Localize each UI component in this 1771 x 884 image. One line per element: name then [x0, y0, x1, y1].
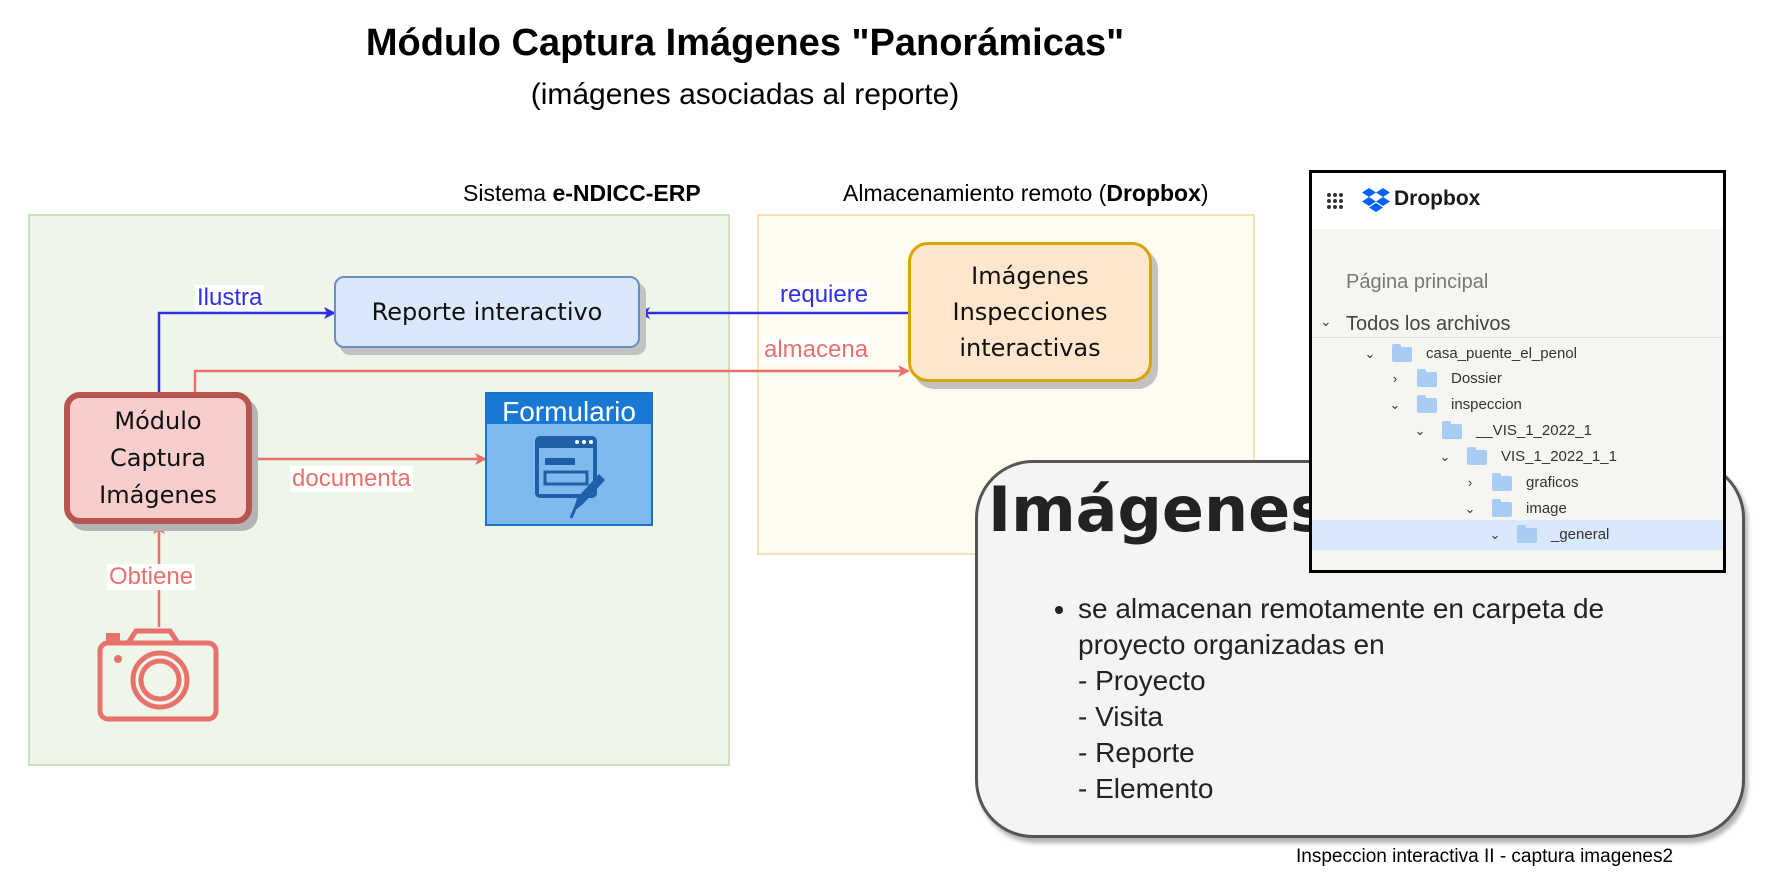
dropbox-header: Dropbox: [1312, 173, 1723, 230]
chevron-down-icon[interactable]: ⌄: [1320, 313, 1332, 329]
modulo-node-line-2: Captura: [110, 443, 206, 472]
dropbox-brand[interactable]: Dropbox: [1394, 187, 1481, 210]
folder-icon: [1517, 524, 1537, 543]
tree-row-vis-1-2022-1-1[interactable]: ⌄ VIS_1_2022_1_1: [1437, 443, 1617, 471]
tree-row-label: inspeccion: [1451, 396, 1522, 413]
formulario-node: Formulario: [485, 392, 653, 526]
tree-row-label: _general: [1551, 526, 1610, 543]
callout-title: Imágenes: [988, 473, 1328, 546]
ilustra-connector: [157, 307, 336, 392]
folder-icon: [1392, 343, 1412, 362]
chevron-down-icon[interactable]: ⌄: [1414, 423, 1426, 438]
footer-caption: Inspeccion interactiva II - captura imag…: [1296, 846, 1674, 867]
requiere-label: requiere: [778, 281, 871, 308]
callout-line: proyecto organizadas en: [1078, 629, 1385, 660]
imagenes-inspecciones-node: Imágenes Inspecciones interactivas: [908, 242, 1152, 382]
erp-zone-label: Sistema e-NDICC-ERP: [463, 180, 701, 206]
callout-line: - Reporte: [1078, 737, 1195, 768]
callout-bullet: se almacenan remotamente en carpeta de p…: [1078, 591, 1728, 807]
modulo-captura-node: Módulo Captura Imágenes: [64, 392, 252, 524]
apps-grid-icon[interactable]: [1326, 192, 1344, 210]
callout-line: - Visita: [1078, 701, 1164, 732]
nav-divider: [1312, 337, 1723, 338]
tree-row-label: Dossier: [1451, 370, 1502, 387]
imagenes-node-line-3: interactivas: [959, 334, 1101, 362]
tree-row-vis-1-2022-1[interactable]: ⌄ __VIS_1_2022_1: [1412, 417, 1592, 445]
documenta-label: documenta: [290, 465, 413, 492]
imagenes-node-line-1: Imágenes: [971, 262, 1089, 290]
form-edit-icon: [535, 436, 605, 519]
chevron-down-icon[interactable]: ⌄: [1439, 449, 1451, 464]
almacena-connector: [193, 365, 910, 392]
callout-line: se almacenan remotamente en carpeta de: [1078, 593, 1605, 624]
tree-row-image[interactable]: ⌄ image: [1462, 495, 1567, 523]
modulo-node-line-1: Módulo: [114, 406, 202, 435]
remote-zone-label: Almacenamiento remoto (Dropbox): [843, 180, 1209, 206]
tree-row-dossier[interactable]: › Dossier: [1387, 365, 1502, 393]
page-title: Módulo Captura Imágenes "Panorámicas": [365, 22, 1125, 64]
tree-row-graficos[interactable]: › graficos: [1462, 469, 1579, 497]
callout-line: - Elemento: [1078, 773, 1214, 804]
dropbox-panel: Dropbox Página principal ⌄ Todos los arc…: [1309, 170, 1726, 573]
chevron-down-icon[interactable]: ⌄: [1364, 346, 1376, 361]
reporte-interactivo-node: Reporte interactivo: [334, 276, 640, 348]
tree-row-inspeccion[interactable]: ⌄ inspeccion: [1387, 391, 1522, 419]
page-subtitle: (imágenes asociadas al reporte): [530, 78, 960, 111]
camera-icon: [97, 628, 219, 722]
imagenes-node-line-2: Inspecciones: [952, 298, 1108, 326]
callout-line: - Proyecto: [1078, 665, 1206, 696]
chevron-down-icon[interactable]: ⌄: [1389, 397, 1401, 412]
tree-row-label: __VIS_1_2022_1: [1476, 422, 1592, 439]
callout-bullets: se almacenan remotamente en carpeta de p…: [1038, 591, 1728, 807]
tree-row-label: graficos: [1526, 474, 1579, 491]
tree-row-label: casa_puente_el_penol: [1426, 345, 1577, 362]
chevron-right-icon[interactable]: ›: [1392, 371, 1398, 386]
ilustra-label: Ilustra: [195, 284, 265, 311]
obtiene-label: Obtiene: [107, 563, 196, 590]
almacena-label: almacena: [762, 336, 871, 363]
chevron-down-icon[interactable]: ⌄: [1489, 527, 1501, 542]
dropbox-sidebar: [1312, 229, 1723, 570]
nav-pagina-principal[interactable]: Página principal: [1346, 271, 1489, 293]
nav-todos-los-archivos[interactable]: Todos los archivos: [1346, 313, 1511, 335]
folder-icon: [1417, 368, 1437, 387]
tree-row-label: VIS_1_2022_1_1: [1501, 448, 1617, 465]
folder-icon: [1492, 472, 1512, 491]
tree-row-general[interactable]: ⌄ _general: [1487, 521, 1609, 549]
chevron-down-icon[interactable]: ⌄: [1464, 501, 1476, 516]
formulario-title: Formulario: [487, 394, 651, 424]
folder-icon: [1467, 446, 1487, 465]
chevron-right-icon[interactable]: ›: [1467, 475, 1473, 490]
modulo-node-line-3: Imágenes: [99, 480, 217, 509]
folder-icon: [1442, 420, 1462, 439]
tree-row-casa-puente[interactable]: ⌄ casa_puente_el_penol: [1362, 340, 1577, 368]
folder-icon: [1417, 394, 1437, 413]
folder-icon: [1492, 498, 1512, 517]
dropbox-logo-icon[interactable]: [1362, 187, 1390, 213]
tree-row-label: image: [1526, 500, 1567, 517]
